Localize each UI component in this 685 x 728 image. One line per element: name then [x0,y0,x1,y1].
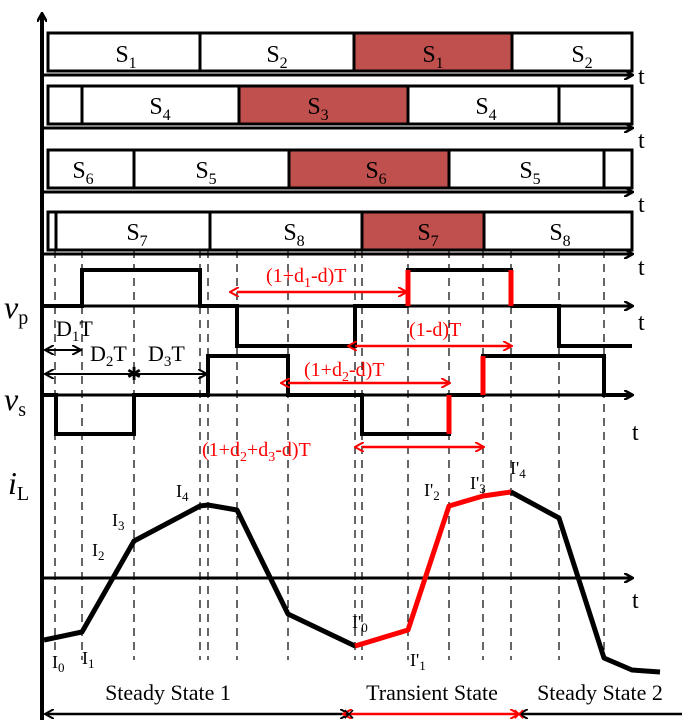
shift-label-d: (1+d2+d3-d)T [202,439,311,465]
s6-label: S6 [72,158,93,188]
svg-text:✕: ✕ [512,705,525,724]
s1-transient-label: S1 [422,42,443,72]
i0-label: I0 [52,652,65,675]
t-axis-label-4: t [638,255,645,281]
s7-transient-label: S7 [417,220,438,250]
s3-transient-label: S3 [307,94,328,124]
vp-waveform: vp t [4,268,645,348]
switch-row-4: S7 S8 S7 S8 t [44,210,645,281]
t-axis-label-1: t [638,64,645,90]
i1-label: I1 [82,648,95,671]
i2-prime-label: I'2 [424,480,440,503]
s2-label-2: S2 [571,42,592,72]
il-waveform: iL t [8,465,661,675]
s8-label-2: S8 [549,220,570,250]
s1-label: S1 [115,42,136,72]
d1t-label: D1T [56,316,93,345]
s4-label: S4 [149,94,170,124]
t-axis-label-6: t [632,420,639,446]
switch-row-2: S4 S3 S4 t [44,84,645,154]
svg-text:✱: ✱ [126,364,141,385]
t-axis-label-2: t [638,128,645,154]
t-axis-label-5: t [638,310,645,336]
i0-prime-label: I'0 [352,612,368,635]
vs-label: vs [4,381,26,421]
switch-row-3: S6 S5 S6 S5 t [44,148,645,218]
shift-label-a: (1+d1-d)T [266,265,347,291]
i2-label: I2 [92,540,105,563]
state-annotations: Steady State 1 Transient State Steady St… [46,680,682,724]
steady-state-2-label: Steady State 2 [537,680,663,705]
s5-label: S5 [195,158,216,188]
guide-lines [54,250,605,660]
i1-prime-label: I'1 [410,650,426,673]
switch-row-1: S1 S2 S1 S2 t [44,31,645,90]
current-point-labels: I0 I1 I2 I3 I4 I'0 I'1 I'2 I'3 I'4 [52,458,526,675]
il-label: iL [8,465,29,505]
transient-state-label: Transient State [366,680,498,705]
vp-label: vp [4,289,28,329]
shift-label-c: (1+d2-d)T [304,359,385,385]
d3t-label: D3T [148,341,185,370]
i4-prime-label: I'4 [510,458,526,481]
t-axis-label-7: t [632,588,639,614]
t-axis-label-3: t [638,192,645,218]
i3-label: I3 [112,510,125,533]
vs-waveform: vs t [4,354,639,446]
s4-label-2: S4 [475,94,496,124]
s6-transient-label: S6 [365,158,386,188]
i4-label: I4 [176,481,189,504]
svg-text:✕: ✕ [342,705,355,724]
s2-label: S2 [266,42,287,72]
phase-shift-dimensions: ✱ D1T D2T D3T [46,316,206,385]
d2t-label: D2T [90,341,127,370]
i3-prime-label: I'3 [470,473,486,496]
s5-label-2: S5 [519,158,540,188]
shift-label-b: (1-d)T [409,319,461,341]
transient-dimensions: (1+d1-d)T (1-d)T (1+d2-d)T (1+d2+d3-d)T [202,265,511,465]
s7-label: S7 [126,220,147,250]
steady-state-1-label: Steady State 1 [105,680,231,705]
s8-label: S8 [283,220,304,250]
